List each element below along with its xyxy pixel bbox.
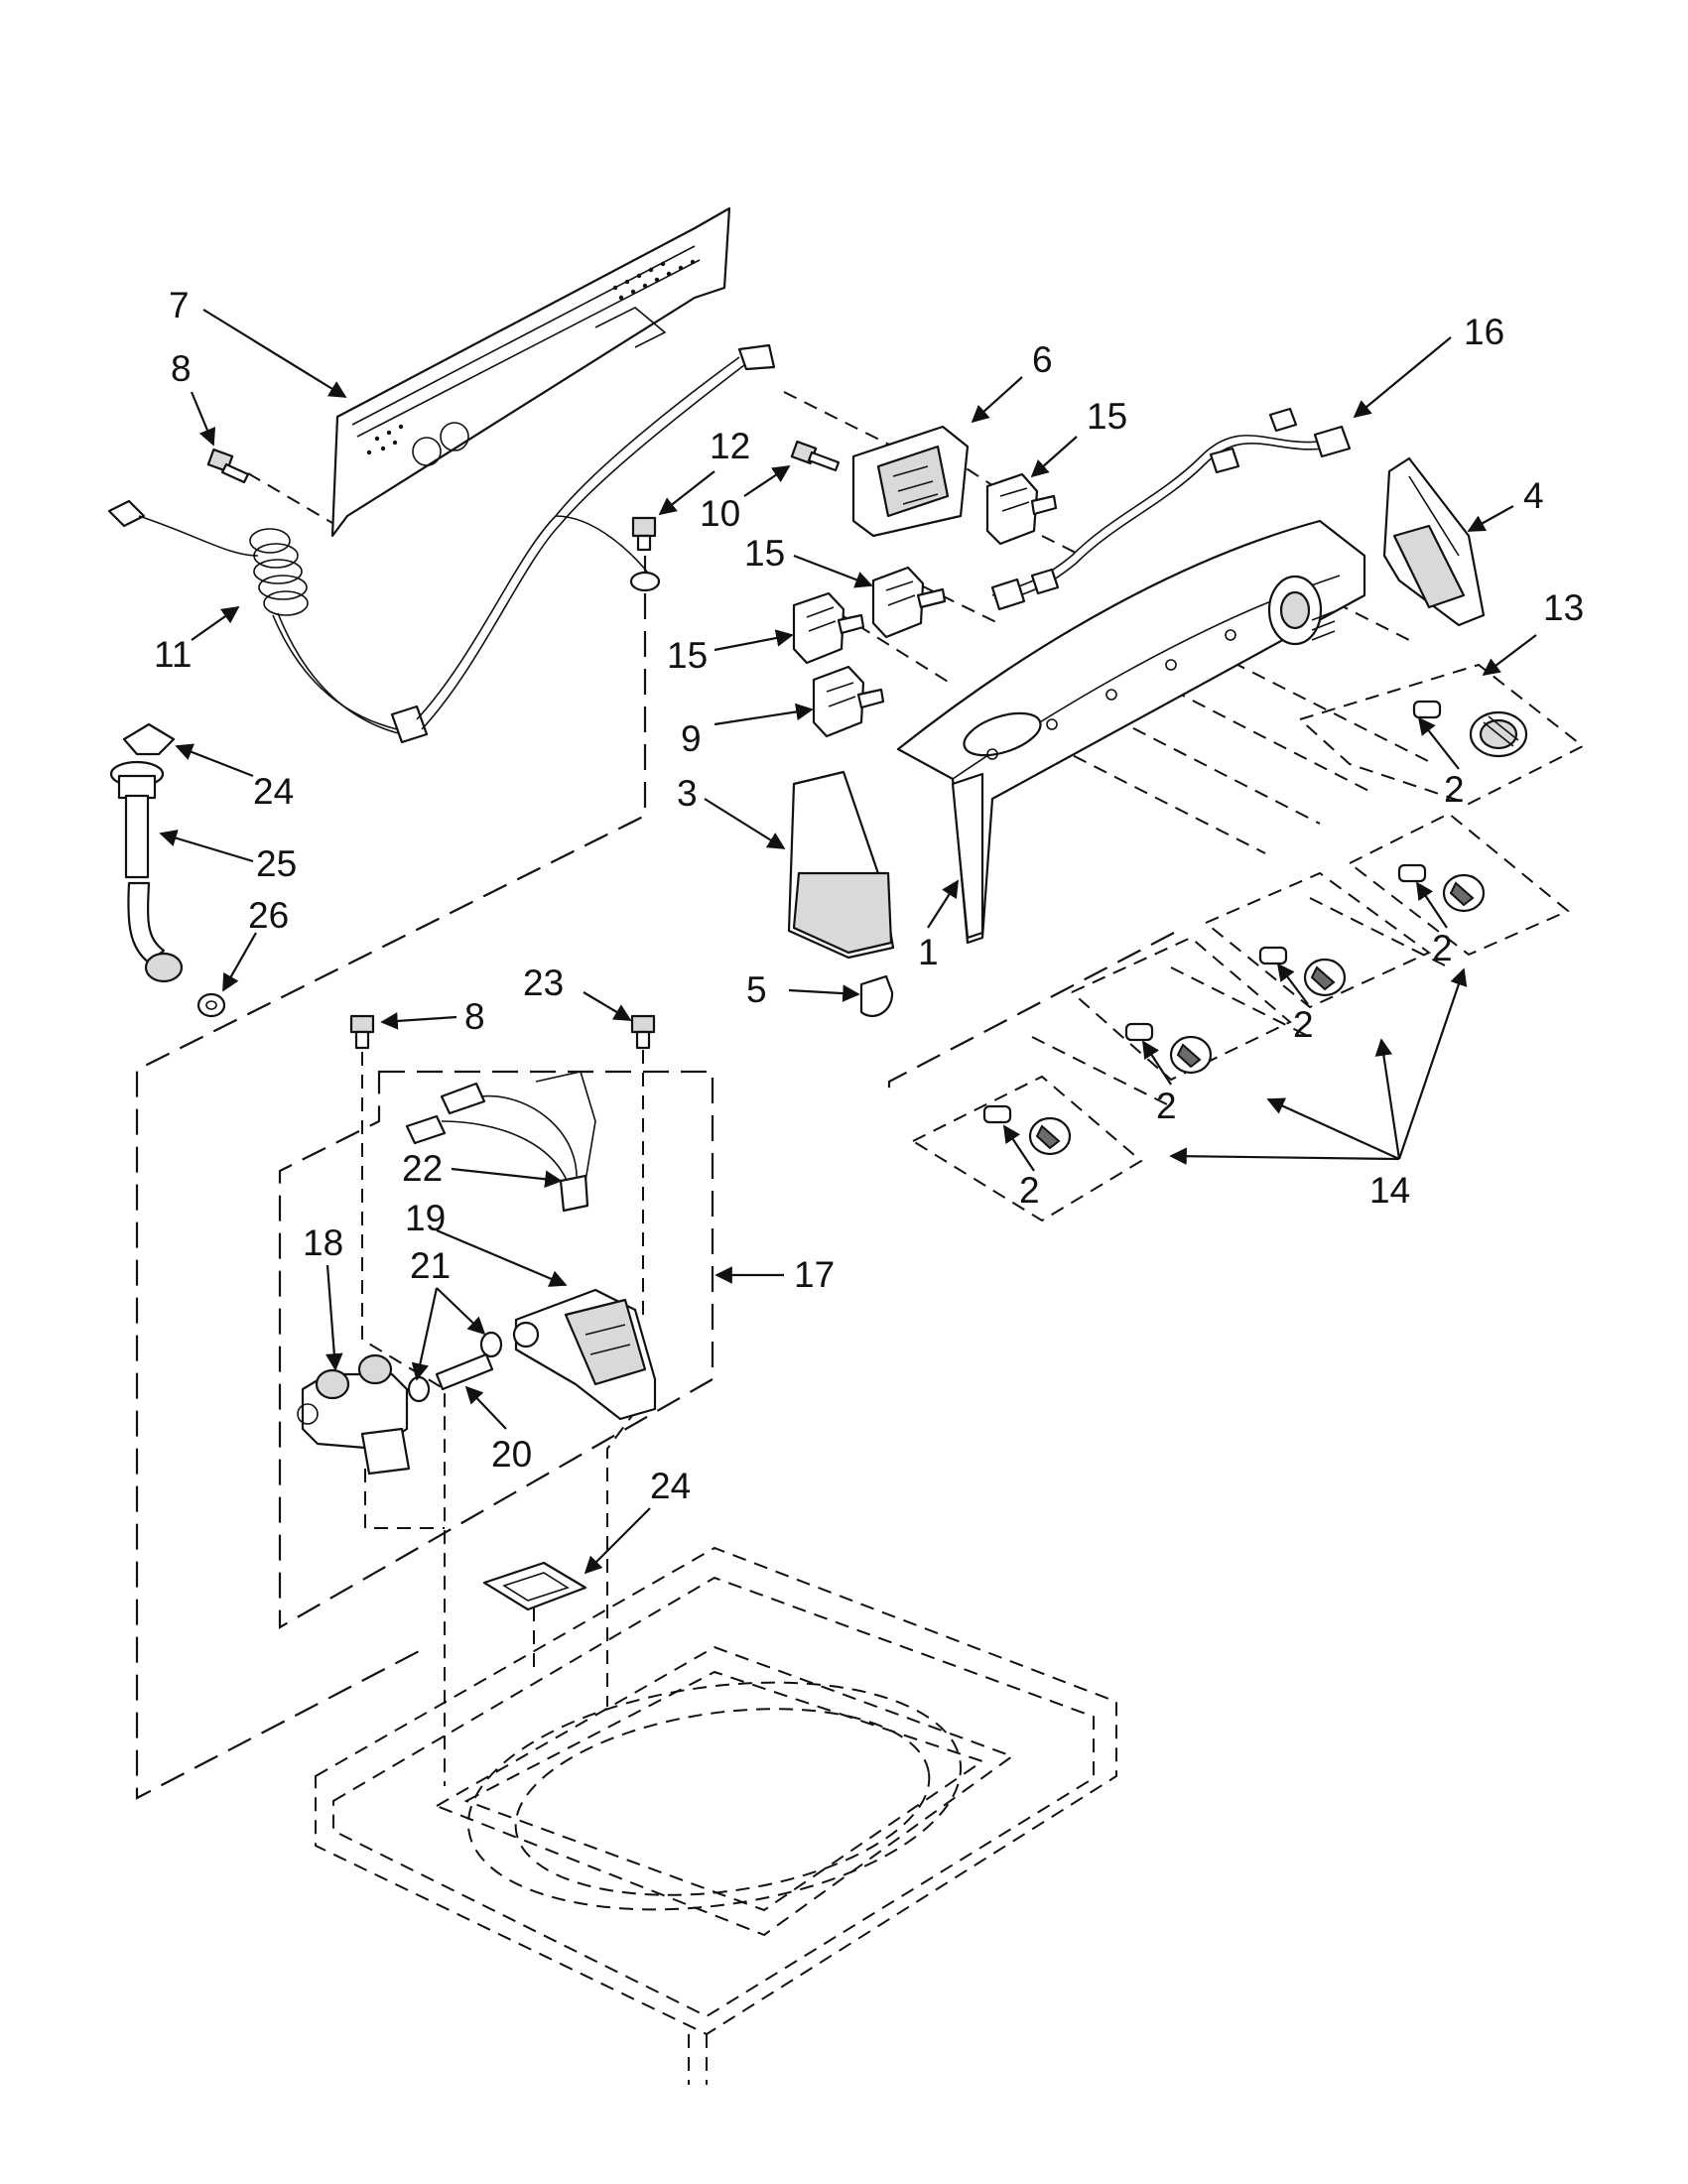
ground-screw-part-12 xyxy=(631,516,657,552)
washer-part-26 xyxy=(196,992,226,1018)
control-board-part-6 xyxy=(851,425,970,538)
callout-12: 12 xyxy=(710,426,750,466)
callout-26: 26 xyxy=(248,895,289,936)
callout-2-e: 2 xyxy=(1019,1170,1040,1211)
callout-14: 14 xyxy=(1369,1170,1410,1211)
callout-15-lower: 15 xyxy=(667,635,708,676)
callout-2-a: 2 xyxy=(1444,769,1465,810)
callout-9: 9 xyxy=(681,718,702,759)
knob-part-14-b xyxy=(1303,958,1347,997)
callout-21: 21 xyxy=(410,1245,451,1286)
callout-2-c: 2 xyxy=(1293,1004,1314,1045)
clamp-part-21-b xyxy=(407,1375,431,1403)
knob-clip-part-2-a xyxy=(1412,700,1442,719)
callout-25: 25 xyxy=(256,843,297,884)
knob-clip-part-2-b xyxy=(1397,863,1427,883)
clip-part-5 xyxy=(859,974,894,1018)
knob-part-13 xyxy=(1469,710,1528,758)
callout-13: 13 xyxy=(1543,587,1584,628)
callout-6: 6 xyxy=(1032,339,1053,380)
callout-18: 18 xyxy=(303,1222,343,1263)
callout-20: 20 xyxy=(491,1434,532,1475)
callout-7: 7 xyxy=(169,285,190,325)
washer-top-frame xyxy=(315,1546,1117,2085)
screw-part-8-bottom xyxy=(349,1014,375,1050)
knob-clip-part-2-d xyxy=(1124,1022,1154,1042)
screw-part-10 xyxy=(790,440,841,472)
screw-part-8-top xyxy=(206,448,250,484)
assembly-guide-lines xyxy=(135,391,1585,1800)
knob-part-14-c xyxy=(1169,1035,1213,1075)
callout-2-b: 2 xyxy=(1432,928,1453,968)
callout-2-d: 2 xyxy=(1156,1086,1177,1126)
cap-part-24-top xyxy=(122,722,176,756)
callout-1: 1 xyxy=(918,932,939,972)
panel-vent-holes xyxy=(366,259,696,455)
callout-24-bottom: 24 xyxy=(650,1466,691,1506)
switch-part-9 xyxy=(812,665,885,738)
end-cap-part-4 xyxy=(1382,456,1486,627)
pad-part-24-bottom xyxy=(482,1561,587,1611)
callout-11: 11 xyxy=(154,634,192,675)
screw-part-23 xyxy=(630,1014,656,1050)
callout-16: 16 xyxy=(1464,312,1504,352)
hose-part-20 xyxy=(435,1352,494,1391)
callout-8-top: 8 xyxy=(171,348,192,389)
callout-15-middle: 15 xyxy=(744,533,785,574)
switch-part-15-lower xyxy=(792,591,865,665)
dispenser-part-19 xyxy=(512,1288,657,1421)
rear-panel-part-7 xyxy=(330,206,731,538)
callout-3: 3 xyxy=(677,773,698,814)
hose-part-25 xyxy=(109,760,184,983)
callout-17: 17 xyxy=(794,1254,835,1295)
end-cover-part-3 xyxy=(787,770,895,960)
knob-clip-part-2-c xyxy=(1258,946,1288,965)
clamp-part-21-a xyxy=(479,1331,503,1358)
callout-22: 22 xyxy=(402,1148,443,1189)
console-part-1 xyxy=(896,519,1366,945)
knob-part-14-a xyxy=(1442,873,1486,913)
callout-15-top: 15 xyxy=(1087,396,1127,437)
callout-numbers: 7 8 6 16 15 12 10 4 15 13 11 15 9 24 3 2… xyxy=(154,285,1584,1506)
callout-19: 19 xyxy=(405,1198,446,1238)
callout-4: 4 xyxy=(1523,475,1544,516)
switch-part-15-top xyxy=(985,472,1058,546)
callout-5: 5 xyxy=(746,969,767,1010)
callout-23: 23 xyxy=(523,963,564,1003)
callout-leaders xyxy=(159,309,1537,1575)
power-cord-part-11 xyxy=(107,343,776,744)
wire-harness-part-16 xyxy=(990,407,1352,611)
wire-harness-part-22 xyxy=(405,1071,596,1213)
callout-8-bottom: 8 xyxy=(464,996,485,1037)
switch-part-15-middle xyxy=(871,566,947,639)
knob-part-14-d xyxy=(1028,1116,1072,1156)
callout-24-top: 24 xyxy=(253,771,294,812)
knob-clip-part-2-e xyxy=(982,1104,1012,1124)
callout-10: 10 xyxy=(700,493,740,534)
water-valve-part-18 xyxy=(297,1353,411,1476)
